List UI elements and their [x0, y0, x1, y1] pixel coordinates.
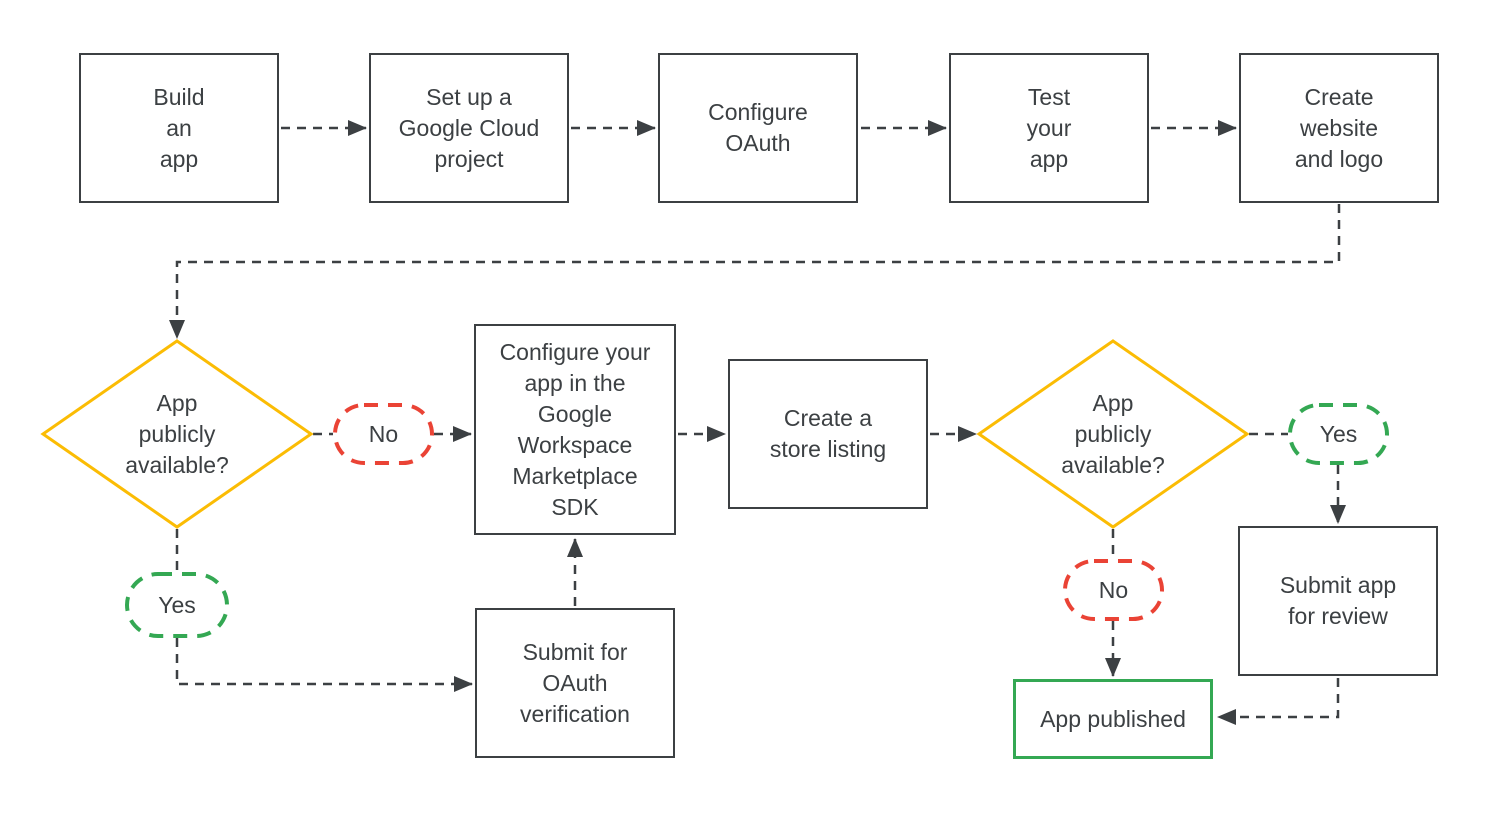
- no-right-oval: [1063, 559, 1164, 621]
- no-left-oval: [333, 403, 434, 465]
- node-configure-oauth: Configure OAuth: [658, 53, 858, 203]
- node-test-your-app: Test your app: [949, 53, 1149, 203]
- edge-review-to-published: [1217, 678, 1340, 725]
- no-right-label: No: [1098, 576, 1129, 603]
- edge-yes-to-oauth-verification: [175, 638, 473, 692]
- decision-left-label: App publicly available?: [125, 389, 229, 478]
- decision-right-diamond: [976, 339, 1250, 529]
- node-submit-app-for-review: Submit app for review: [1238, 526, 1438, 676]
- yes-left-oval: [125, 572, 229, 638]
- node-create-store-listing: Create a store listing: [728, 359, 928, 509]
- decision-left-diamond: [40, 339, 314, 529]
- decision-right-label: App publicly available?: [1061, 389, 1165, 478]
- yes-right-label: Yes: [1319, 420, 1358, 447]
- node-setup-google-cloud-project: Set up a Google Cloud project: [369, 53, 569, 203]
- yes-right-oval: [1288, 403, 1389, 465]
- node-build-app: Build an app: [79, 53, 279, 203]
- no-left-label: No: [368, 420, 399, 447]
- node-create-website-and-logo: Create website and logo: [1239, 53, 1439, 203]
- node-app-published: App published: [1013, 679, 1213, 759]
- node-configure-app-marketplace-sdk: Configure your app in the Google Workspa…: [474, 324, 676, 535]
- yes-left-label: Yes: [158, 591, 196, 618]
- edge-website-to-decision-left: [169, 204, 1341, 339]
- node-submit-oauth-verification: Submit for OAuth verification: [475, 608, 675, 758]
